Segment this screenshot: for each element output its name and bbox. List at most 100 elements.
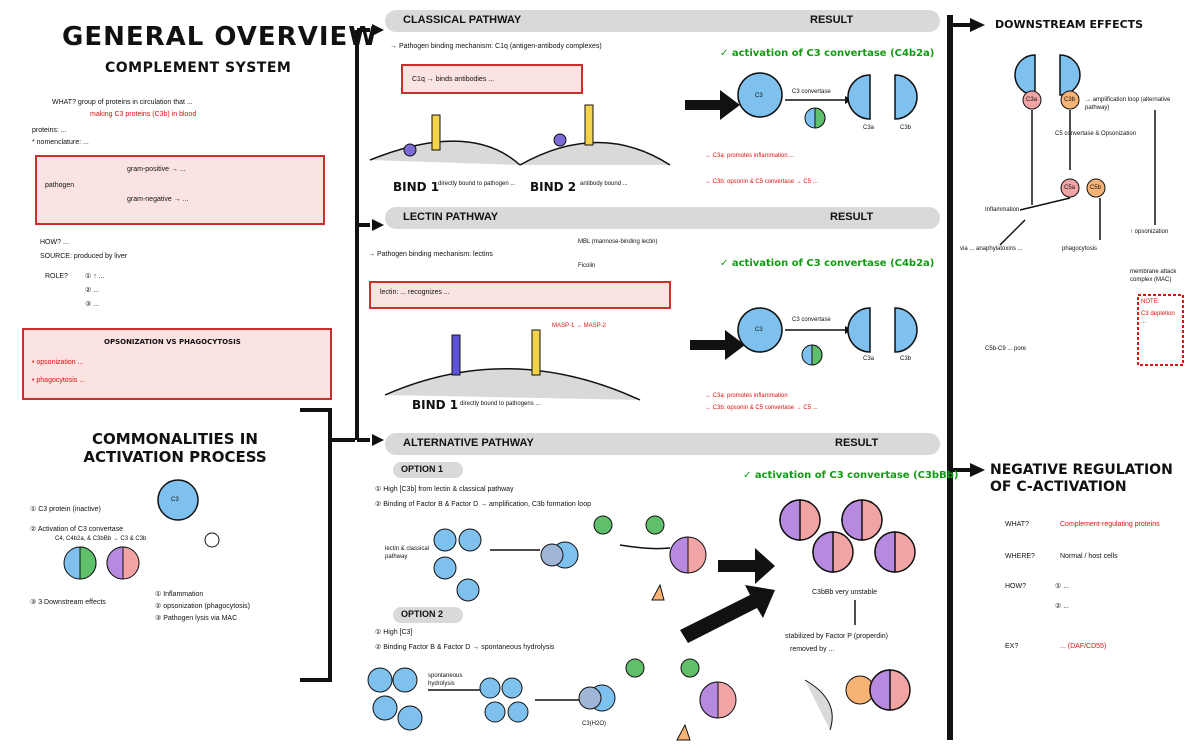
- classical-binding: → Pathogen binding mechanism: C1q (antig…: [390, 43, 602, 50]
- lectin-activation: ✓ activation of C3 convertase (C4b2a): [720, 258, 935, 269]
- classical-bind1-desc: directly bound to pathogen ...: [438, 181, 516, 187]
- opsonization-line: • opsonization ...: [32, 359, 84, 366]
- arrow-lectin-icon: [372, 219, 384, 231]
- classical-c1q-box: [401, 64, 583, 94]
- downstream-c5b: C5b: [1090, 185, 1102, 191]
- downstream-c5-convertase: C5 convertase & Opsonization: [1055, 131, 1137, 137]
- lectin-c3-circle: [737, 307, 783, 353]
- classical-note-2: → C3b: opsonin & C5 convertase → C5 ...: [705, 179, 818, 185]
- classical-c3a-label: C3a: [863, 125, 875, 131]
- classical-c3-label: C3: [755, 93, 763, 99]
- classical-result: RESULT: [810, 14, 854, 26]
- big-arrow-alt1-icon: [718, 548, 775, 584]
- opt1-line2: ② Binding of Factor B & Factor D → ampli…: [375, 501, 591, 508]
- classical-activation: ✓ activation of C3 convertase (C4b2a): [720, 48, 935, 59]
- opt2-mid-label: spontaneous hydrolysis: [428, 673, 463, 687]
- role-2: ② ...: [85, 287, 100, 294]
- what-line: WHAT? group of proteins in circulation t…: [52, 99, 193, 106]
- mbl-stalk: [451, 334, 461, 376]
- unstable-label: C3bBb very unstable: [812, 589, 877, 596]
- downstream-c3b: C3b: [1064, 97, 1076, 103]
- effect-inflammation: ① Inflammation: [155, 591, 204, 598]
- neg-where-label: WHERE?: [1005, 553, 1035, 560]
- lectin-box: [369, 281, 671, 309]
- where-line: making C3 proteins (C3b) in blood: [90, 111, 197, 118]
- classical-c3b-label: C3b: [900, 125, 912, 131]
- neg-ex-label: EX?: [1005, 643, 1019, 650]
- downstream-inflammation: Inflammation: [985, 207, 1020, 213]
- neg-how-2: ② ...: [1055, 603, 1070, 610]
- negative-title: NEGATIVE REGULATION OF C-ACTIVATION: [990, 462, 1173, 495]
- note-title: NOTE:: [1141, 299, 1160, 305]
- ficolin-stalk: [531, 329, 541, 376]
- downstream-mac-desc: C5b-C9 ... pore: [985, 346, 1027, 352]
- c1q-stalk-1: [431, 114, 441, 151]
- phagocytosis-line: • phagocytosis ...: [32, 377, 86, 384]
- big-arrow-lectin-icon: [690, 330, 745, 360]
- big-arrow-alt2-icon: [680, 585, 775, 643]
- lectin-branch-ficolin: Ficolin: [578, 263, 596, 269]
- gram-positive-line: gram-positive → ...: [127, 166, 186, 173]
- protein-line: proteins: ...: [32, 127, 67, 134]
- arrow-classical-icon: [372, 24, 384, 36]
- classical-note-1: → C3a: promotes inflammation ...: [705, 153, 795, 159]
- lectin-header: LECTIN PATHWAY RESULT: [385, 207, 940, 229]
- c3a-half: [847, 74, 871, 120]
- arrow-alternative-icon: [372, 434, 384, 446]
- downstream-c3a: C3a: [1026, 97, 1038, 103]
- classical-c3-circle: [737, 72, 783, 118]
- lectin-bind1: BIND 1: [412, 398, 459, 412]
- classical-bind2-desc: antibody bound ...: [580, 181, 628, 187]
- c3h2o-label: C3(H2O): [582, 721, 607, 727]
- commonalities-title: COMMONALITIES IN ACTIVATION PROCESS: [83, 430, 267, 466]
- how-line: HOW? ...: [40, 239, 69, 246]
- c3-circle-label: C3: [171, 497, 179, 503]
- option2-pill: OPTION 2: [393, 607, 463, 623]
- downstream-phagocytosis: phagocytosis: [1062, 246, 1098, 252]
- alternative-title: ALTERNATIVE PATHWAY: [403, 437, 534, 449]
- bracket-line: [300, 408, 332, 682]
- pathogen-label: pathogen: [45, 182, 75, 189]
- lectin-note-2: → C3b: opsonin & C5 convertase → C5 ...: [705, 405, 818, 411]
- lectin-membrane: [384, 367, 641, 401]
- downstream-amplification: → amplification loop (alternative pathwa…: [1085, 97, 1171, 111]
- lectin-title: LECTIN PATHWAY: [403, 211, 499, 223]
- lectin-c3-label: C3: [755, 327, 763, 333]
- opt2-line2: ② Binding Factor B & Factor D → spontane…: [375, 644, 555, 651]
- option1-label: OPTION 1: [401, 464, 444, 474]
- commonality-2: ② Activation of C3 convertase: [30, 526, 124, 533]
- lectin-bind1-desc: directly bound to pathogens ...: [460, 401, 541, 407]
- commonality-1: ① C3 protein (inactive): [30, 506, 101, 513]
- opt1-left-label: lectin & classical pathway: [385, 546, 430, 560]
- commonality-2-sub: C4, C4b2a, & C3bBb → C3 & C3b: [55, 536, 147, 542]
- page-title: GENERAL OVERVIEW: [62, 22, 378, 52]
- lectin-note-1: → C3a: promotes inflammation: [705, 393, 788, 399]
- neg-how-label: HOW?: [1005, 583, 1026, 590]
- classical-header: CLASSICAL PATHWAY RESULT: [385, 10, 940, 32]
- effect-opsonization: ② opsonization (phagocytosis): [155, 603, 250, 610]
- role-1: ① ↑ ...: [85, 273, 105, 280]
- downstream-mac: membrane attack complex (MAC): [1130, 269, 1177, 283]
- c3b-half: [894, 74, 918, 120]
- downstream-opsonization: ↑ opsonization: [1130, 229, 1169, 235]
- removed-line: removed by ...: [790, 646, 835, 653]
- neg-how-1: ① ...: [1055, 583, 1070, 590]
- lectin-branch-mbl: MBL (mannose-binding lectin): [578, 239, 658, 245]
- classical-bind2: BIND 2: [530, 180, 577, 194]
- lectin-convertase-label: C3 convertase: [792, 317, 831, 323]
- lectin-box-text: lectin: ... recognizes ...: [380, 289, 450, 296]
- big-arrow-classical-icon: [685, 90, 740, 120]
- lectin-binding: → Pathogen binding mechanism: lectins: [368, 251, 493, 258]
- option2-label: OPTION 2: [401, 609, 444, 619]
- note-box: [1137, 294, 1184, 366]
- c1q-stalk-2: [584, 104, 594, 146]
- pathogen-box: pathogen gram-positive → ... gram-negati…: [35, 155, 325, 225]
- downstream-inflammation-desc: via ... anaphylatoxins ...: [960, 246, 1023, 252]
- lectin-c3b-label: C3b: [900, 356, 912, 362]
- opt1-line1: ① High [C3b] from lectin & classical pat…: [375, 486, 514, 493]
- lectin-c3a-label: C3a: [863, 356, 875, 362]
- effect-lysis: ③ Pathogen lysis via MAC: [155, 615, 238, 622]
- alternative-header: ALTERNATIVE PATHWAY RESULT: [385, 433, 940, 455]
- classical-box-text: C1q → binds antibodies ...: [412, 76, 495, 83]
